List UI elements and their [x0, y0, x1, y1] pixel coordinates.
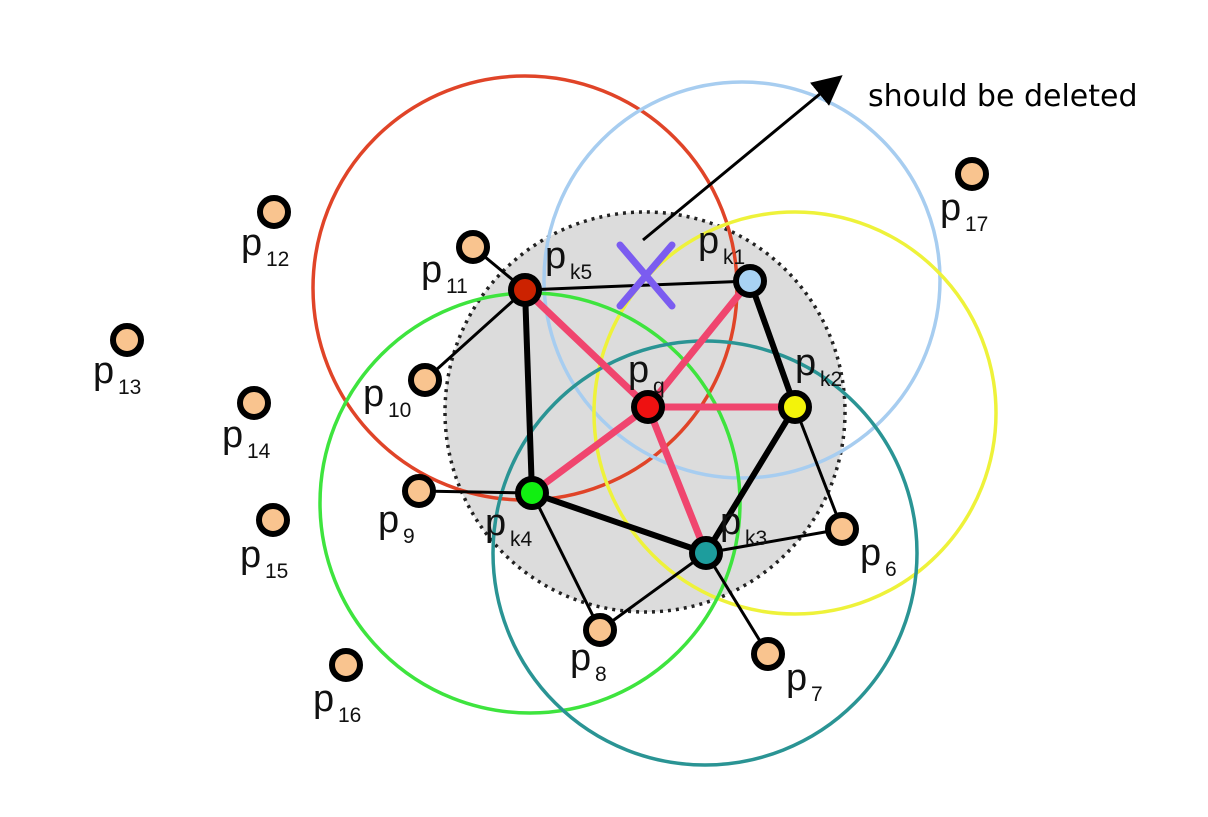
point-pk1: [733, 264, 767, 298]
point-p17: [955, 157, 989, 191]
label-sub-p9: 9: [403, 525, 415, 548]
label-sub-p10: 10: [388, 399, 411, 422]
label-sub-p11: 11: [446, 275, 468, 298]
query-edge-pq-pk3: [644, 403, 710, 557]
label-main-p12: p: [241, 222, 262, 264]
label-main-pk5: p: [545, 235, 566, 277]
neighbor-edges: [522, 278, 798, 556]
point-p8: [583, 613, 617, 647]
label-main-pk4: p: [485, 502, 506, 544]
cross-stroke-b: [616, 241, 676, 310]
point-p9: [402, 474, 436, 508]
neighbor-edge-pk1-pk2: [747, 278, 798, 410]
label-sub-p12: 12: [266, 248, 289, 271]
point-p6: [825, 512, 859, 546]
query-edges: [521, 277, 799, 557]
point-p15: [256, 503, 290, 537]
label-main-p13: p: [93, 350, 114, 392]
label-sub-pk1: k1: [723, 246, 745, 269]
label-sub-pq: q: [653, 375, 665, 398]
label-sub-pk3: k3: [745, 527, 767, 550]
label-main-p10: p: [363, 373, 384, 415]
points: [110, 157, 989, 682]
label-main-p9: p: [378, 499, 399, 541]
query-edge-pq-pk5: [521, 286, 652, 411]
query-edge-pq-pk4: [528, 403, 652, 497]
label-sub-p17: 17: [965, 213, 988, 236]
edge-pk5-p10: [423, 288, 527, 382]
edge-pk4-p8: [530, 491, 602, 632]
point-p14: [237, 386, 271, 420]
edge-pk3-p6: [704, 527, 844, 555]
label-sub-pk5: k5: [570, 261, 592, 284]
point-pk3: [689, 536, 723, 570]
point-p10: [408, 363, 442, 397]
point-pk5: [508, 273, 542, 307]
neighbor-edge-pk3-pk4: [529, 490, 709, 556]
label-main-p7: p: [786, 657, 807, 699]
label-main-p15: p: [240, 534, 261, 576]
label-main-pk3: p: [720, 501, 741, 543]
label-sub-pk2: k2: [820, 368, 842, 391]
point-p11: [456, 230, 490, 264]
label-sub-p16: 16: [338, 704, 361, 727]
point-pk4: [515, 476, 549, 510]
edge-pk3-p8: [598, 551, 708, 632]
x-cross-icon: [616, 241, 676, 310]
point-p7: [751, 637, 785, 671]
point-p12: [257, 195, 291, 229]
neighbor-circle-pk2: [592, 210, 998, 616]
edge-pk4-p9: [417, 489, 534, 495]
label-main-pk1: p: [698, 220, 719, 262]
point-pk2: [778, 390, 812, 424]
label-main-p6: p: [860, 532, 881, 574]
label-main-pq: p: [628, 349, 649, 391]
edge-pk3-p7: [704, 551, 770, 656]
label-sub-p6: 6: [885, 558, 897, 581]
edge-pk2-p6: [793, 405, 844, 531]
label-sub-p15: 15: [265, 560, 288, 583]
label-sub-pk4: k4: [510, 528, 533, 551]
neighbor-edge-pk4-pk5: [522, 287, 535, 496]
annotation-arrow: [642, 75, 843, 242]
label-sub-p8: 8: [595, 663, 607, 686]
label-main-p14: p: [222, 414, 243, 456]
neighbor-edge-pk2-pk3: [703, 404, 798, 556]
annotation-text: should be deleted: [868, 79, 1138, 114]
label-sub-p7: 7: [811, 683, 823, 706]
label-main-p17: p: [940, 187, 961, 229]
label-sub-p13: 13: [118, 376, 141, 399]
label-main-p16: p: [313, 678, 334, 720]
query-edge-pq-pk1: [644, 277, 754, 411]
point-p16: [329, 648, 363, 682]
point-p13: [110, 323, 144, 357]
label-main-pk2: p: [795, 342, 816, 384]
label-sub-p14: 14: [247, 440, 271, 463]
label-main-p8: p: [570, 637, 591, 679]
label-main-p11: p: [421, 249, 442, 291]
point-pq: [631, 390, 665, 424]
neighbor-circle-pk1: [542, 80, 942, 480]
